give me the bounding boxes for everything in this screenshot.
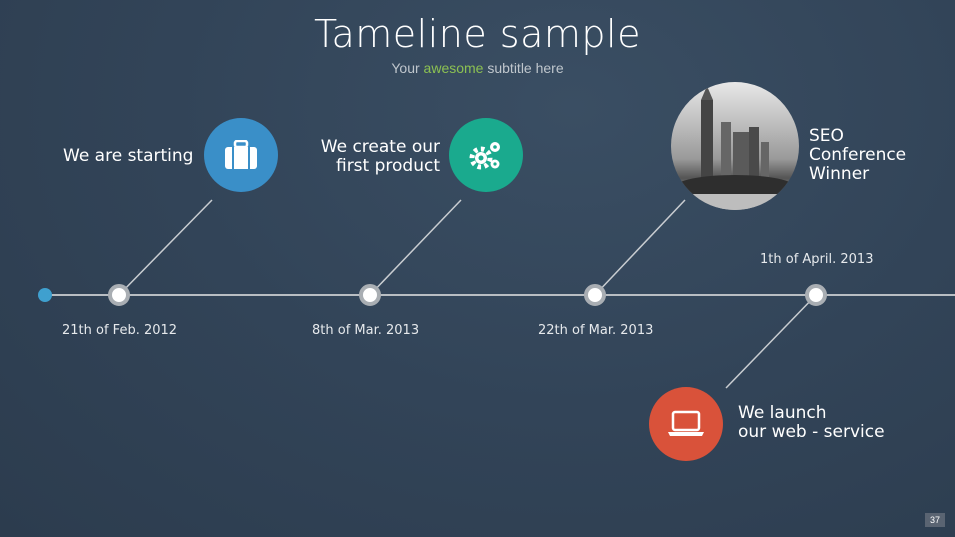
- event-date: 8th of Mar. 2013: [312, 323, 420, 338]
- event-icon-circle: [649, 387, 723, 461]
- timeline-dot[interactable]: [584, 284, 606, 306]
- skyline-image: [671, 86, 799, 210]
- event-label: We launch our web - service: [738, 404, 885, 442]
- event-label-line: SEO: [809, 126, 844, 146]
- event-label: We create our first product: [290, 138, 440, 176]
- event-date: 21th of Feb. 2012: [62, 323, 178, 338]
- event-label-line: We launch: [738, 403, 827, 423]
- city-photo: [671, 82, 799, 210]
- event-label-line: We create our: [320, 137, 440, 157]
- connector-line: [118, 199, 213, 296]
- event-icon-circle: [449, 118, 523, 192]
- event-label-line: Winner: [809, 164, 870, 184]
- event-label-line: Conference: [809, 145, 907, 165]
- event-label-line: first product: [335, 156, 440, 176]
- event-label: SEO Conference Winner: [809, 127, 906, 184]
- page-subtitle: Your awesome subtitle here: [0, 60, 955, 76]
- subtitle-text: Your: [391, 60, 424, 76]
- subtitle-accent: awesome: [423, 60, 484, 76]
- briefcase-icon: [225, 140, 257, 169]
- connector-line: [725, 294, 817, 389]
- connector-line: [369, 199, 462, 296]
- event-label-line: our web - service: [738, 422, 885, 442]
- event-icon-circle: [204, 118, 278, 192]
- laptop-icon: [668, 410, 704, 436]
- subtitle-text: subtitle here: [483, 60, 564, 76]
- page-number: 37: [924, 513, 945, 527]
- timeline-dot[interactable]: [805, 284, 827, 306]
- page-title: Tameline sample: [314, 12, 641, 56]
- timeline-dot[interactable]: [108, 284, 130, 306]
- event-date: 1th of April. 2013: [760, 252, 874, 267]
- timeline-dot[interactable]: [359, 284, 381, 306]
- event-label: We are starting: [63, 146, 194, 166]
- connector-line: [594, 199, 686, 296]
- event-date: 22th of Mar. 2013: [538, 323, 654, 338]
- gears-icon: [469, 142, 500, 170]
- timeline-start-dot: [38, 288, 52, 302]
